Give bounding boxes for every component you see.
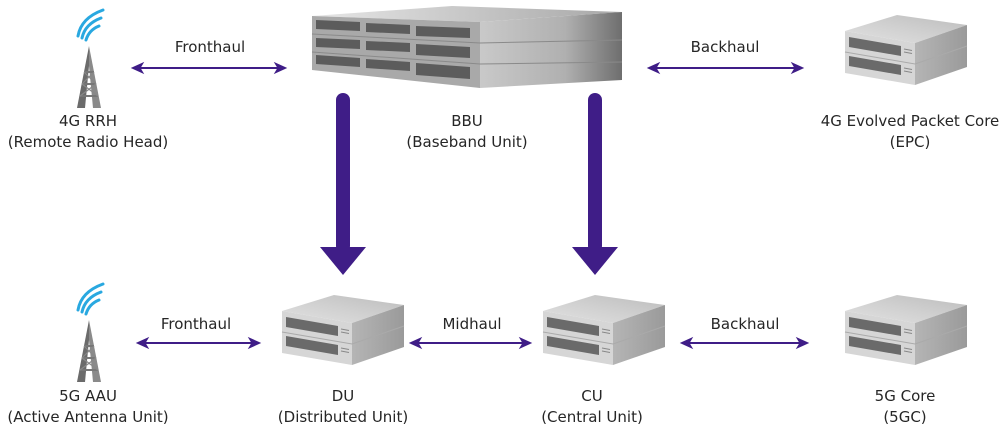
rrh-tower-icon [75,8,105,110]
node-name: BBU [451,112,483,130]
backhaul-5g-arrow [679,336,810,350]
link-label-fronthaul-4g: Fronthaul [174,38,246,56]
node-name: 5G AAU [59,387,117,405]
link-label-fronthaul-5g: Fronthaul [160,315,232,333]
node-label-cu: CU (Central Unit) [541,386,643,428]
aau-tower-icon [75,282,105,384]
node-label-epc: 4G Evolved Packet Core (EPC) [821,111,1000,153]
cu-switch-icon [542,294,666,366]
node-label-bbu: BBU (Baseband Unit) [406,111,527,153]
node-name: 5G Core [874,387,936,405]
bbu-to-du-arrow [320,93,366,275]
bbu-rack-server-icon [311,6,623,88]
epc-switch-icon [844,14,968,86]
link-label-midhaul: Midhaul [442,315,502,333]
link-label-backhaul-5g: Backhaul [710,315,780,333]
fronthaul-4g-arrow [130,61,288,75]
node-label-rrh: 4G RRH (Remote Radio Head) [8,111,169,153]
bbu-to-cu-arrow [572,93,618,275]
node-subtitle: (Remote Radio Head) [7,133,169,151]
node-label-du: DU (Distributed Unit) [278,386,408,428]
midhaul-arrow [408,336,533,350]
node-name: 4G RRH [58,112,118,130]
node-subtitle: (5GC) [883,408,927,426]
fronthaul-5g-arrow [135,336,262,350]
node-subtitle: (Distributed Unit) [277,408,409,426]
node-subtitle: (Baseband Unit) [406,133,528,151]
node-name: 4G Evolved Packet Core [820,112,1000,130]
du-switch-icon [281,294,405,366]
node-name: CU [581,387,603,405]
node-subtitle: (Active Antenna Unit) [7,408,169,426]
node-subtitle: (Central Unit) [541,408,643,426]
node-label-5gc: 5G Core (5GC) [875,386,936,428]
backhaul-4g-arrow [646,61,805,75]
link-label-backhaul-4g: Backhaul [690,38,760,56]
core-switch-icon [844,294,968,366]
node-name: DU [331,387,355,405]
node-label-aau: 5G AAU (Active Antenna Unit) [7,386,168,428]
node-subtitle: (EPC) [889,133,931,151]
